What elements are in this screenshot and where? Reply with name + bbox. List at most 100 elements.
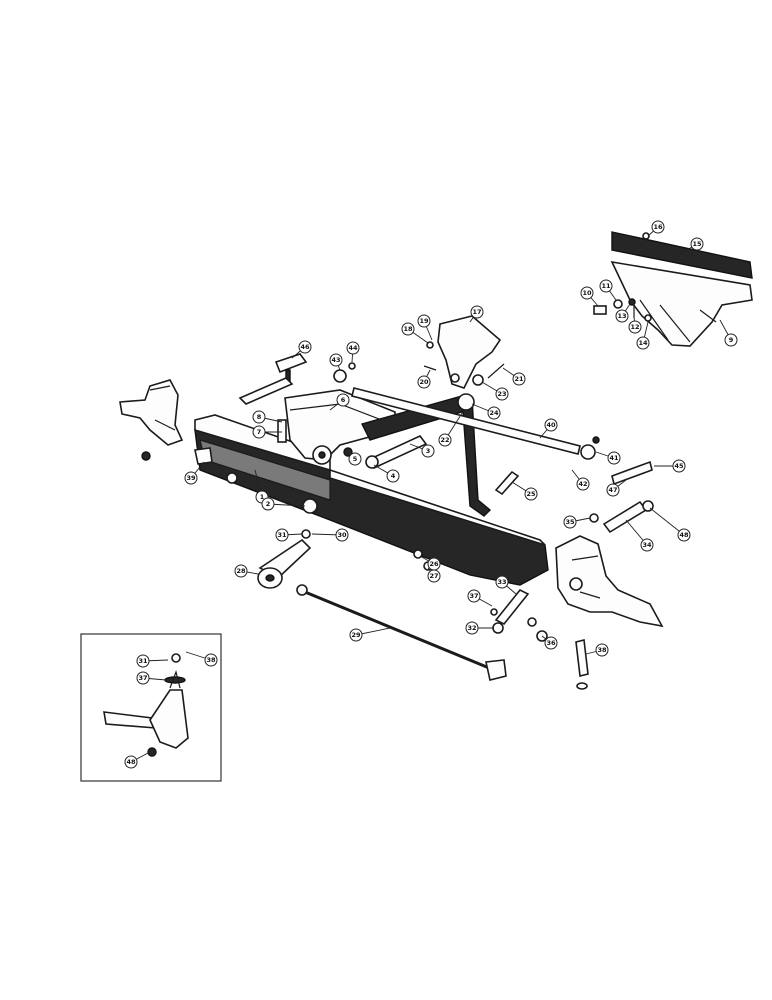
part-14 (644, 314, 652, 322)
callout-inset-37: 37 (136, 671, 150, 685)
callout-number: 40 (546, 421, 556, 429)
callout-number: 9 (729, 336, 734, 344)
callout-number: 32 (467, 624, 476, 632)
bushing-part-2 (302, 498, 318, 514)
callout-main-32: 32 (465, 621, 479, 635)
axle-beam-part-1 (194, 414, 549, 586)
callout-number: 14 (638, 339, 648, 347)
callout-number: 7 (257, 428, 262, 436)
callout-number: 39 (186, 474, 196, 482)
callout-number: 2 (266, 500, 271, 508)
callout-main-25: 25 (524, 487, 538, 501)
callout-number: 11 (601, 282, 611, 290)
callout-main-46: 46 (298, 340, 312, 354)
leader-line (649, 507, 685, 536)
callout-main-41: 41 (607, 451, 621, 465)
callout-number: 28 (236, 567, 246, 575)
inset-detail (80, 633, 222, 782)
callout-number: 46 (300, 343, 310, 351)
callout-main-3: 3 (421, 444, 435, 458)
callout-top-right-13: 13 (615, 309, 629, 323)
callout-main-21: 21 (512, 372, 526, 386)
callout-main-34: 34 (640, 538, 654, 552)
bolt-part-10 (593, 305, 607, 315)
steering-arm-part-28 (257, 538, 312, 589)
callout-number: 10 (582, 289, 592, 297)
callout-main-20: 20 (417, 375, 431, 389)
part-45 (348, 362, 356, 370)
callout-number: 36 (546, 639, 556, 647)
callout-main-26: 26 (427, 557, 441, 571)
nut-part-16 (642, 232, 650, 240)
callout-top-right-11: 11 (599, 279, 613, 293)
callout-top-right-14: 14 (636, 336, 650, 350)
callout-number: 31 (138, 657, 148, 665)
callout-number: 23 (497, 390, 506, 398)
bolt-part-25 (494, 470, 520, 496)
callout-main-4: 4 (386, 469, 400, 483)
callout-main-19: 19 (417, 314, 431, 328)
callout-number: 45 (674, 462, 684, 470)
callout-number: 12 (630, 323, 639, 331)
callout-main-37: 37 (467, 589, 481, 603)
callout-number: 18 (403, 325, 413, 333)
callout-main-39: 39 (184, 471, 198, 485)
callout-main-8: 8 (252, 410, 266, 424)
callout-number: 17 (472, 308, 481, 316)
callout-number: 48 (126, 758, 136, 766)
callout-number: 8 (257, 413, 262, 421)
tie-rod-end-part-47 (274, 353, 308, 385)
callout-number: 35 (565, 518, 575, 526)
callout-main-29: 29 (349, 628, 363, 642)
callout-number: 48 (679, 531, 689, 539)
bracket-part-17 (437, 315, 502, 389)
callout-number: 34 (642, 541, 652, 549)
center-steering-arm-part-22 (360, 393, 492, 517)
callout-number: 1 (260, 493, 265, 501)
callout-inset-31: 31 (136, 654, 150, 668)
nut-part-42 (333, 369, 347, 383)
callout-number: 41 (609, 454, 619, 462)
callout-number: 19 (419, 317, 429, 325)
callout-main-43: 43 (329, 353, 343, 367)
pin-part-21 (487, 363, 505, 379)
callout-number: 37 (138, 674, 147, 682)
callout-number: 27 (429, 572, 438, 580)
callout-main-28: 28 (234, 564, 248, 578)
bushing-part-40 (194, 447, 213, 465)
pivot-pin-part-7 (277, 419, 287, 443)
callout-main-5: 5 (348, 452, 362, 466)
callout-inset-48: 48 (124, 755, 138, 769)
callout-main-31: 31 (275, 528, 289, 542)
front-support-assembly (593, 231, 753, 347)
callout-inset-38: 38 (204, 653, 218, 667)
left-spindle-assembly (119, 379, 238, 484)
callout-main-17: 17 (470, 305, 484, 319)
right-spindle-assembly (555, 535, 664, 628)
callout-main-30: 30 (335, 528, 349, 542)
pin-part-20 (423, 365, 437, 371)
callout-number: 24 (489, 409, 499, 417)
callout-main-24: 24 (487, 406, 501, 420)
callout-main-22: 22 (438, 433, 452, 447)
callout-main-35: 35 (563, 515, 577, 529)
king-pin-part-18 (575, 639, 589, 677)
front-support-part-9 (610, 260, 753, 347)
callout-number: 22 (440, 436, 449, 444)
callout-number: 33 (497, 578, 506, 586)
callout-main-42: 42 (576, 477, 590, 491)
callout-main-33: 33 (495, 575, 509, 589)
callout-number: 29 (351, 631, 361, 639)
callout-main-6: 6 (336, 393, 350, 407)
callout-top-right-16: 16 (651, 220, 665, 234)
callout-number: 31 (277, 531, 287, 539)
callout-number: 3 (426, 447, 431, 455)
callout-main-36: 36 (544, 636, 558, 650)
shaft-part-41 (351, 387, 581, 455)
washer-part-11 (613, 299, 623, 309)
callout-main-48: 48 (677, 528, 691, 542)
callout-number: 30 (337, 531, 347, 539)
callout-main-38: 38 (595, 643, 609, 657)
callout-main-27: 27 (427, 569, 441, 583)
